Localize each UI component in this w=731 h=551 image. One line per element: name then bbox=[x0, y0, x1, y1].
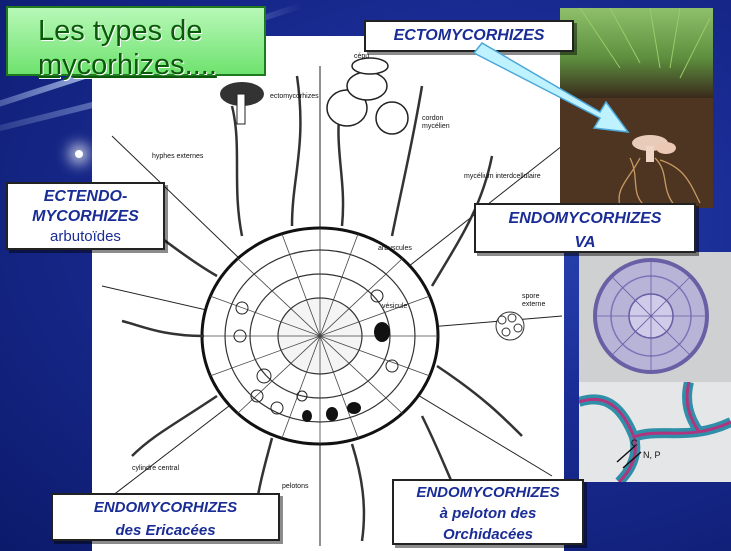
annotation-c: C bbox=[631, 438, 638, 448]
title-line-1: Les types de bbox=[38, 15, 203, 47]
root-section-micrograph bbox=[579, 252, 731, 382]
diagram-label-cordon: cordon bbox=[422, 115, 444, 122]
title-line-2: mycorhizes.... bbox=[38, 49, 217, 81]
diagram-label-externe: externe bbox=[522, 301, 545, 308]
label-orch-line3: Orchidacées bbox=[442, 526, 534, 543]
label-endova-line2: VA bbox=[574, 234, 596, 251]
hyphae-micrograph: C N, P bbox=[579, 382, 731, 482]
diagram-label-arbuscules: arbuscules bbox=[378, 245, 412, 252]
label-eric-line2: des Ericacées bbox=[115, 522, 216, 539]
sparkle-decoration bbox=[75, 150, 83, 158]
label-ectomycorhizes-text: ECTOMYCORHIZES bbox=[393, 27, 545, 44]
diagram-label-ectomycorhizes: ectomycorhizes bbox=[270, 93, 319, 100]
title-box: Les types de mycorhizes.... bbox=[6, 6, 266, 81]
label-endomycorhizes-orchidacees: ENDOMYCORHIZES à peloton des Orchidacées bbox=[392, 479, 584, 545]
root-cross-section bbox=[200, 226, 440, 446]
label-endova-line1: ENDOMYCORHIZES bbox=[508, 210, 662, 227]
label-orch-line1: ENDOMYCORHIZES bbox=[416, 484, 560, 501]
mushroom-fruiting-bodies bbox=[220, 57, 409, 135]
label-ectomycorhizes: ECTOMYCORHIZES bbox=[364, 20, 574, 52]
external-spore bbox=[495, 311, 525, 341]
label-endomycorhizes-va: ENDOMYCORHIZES VA bbox=[474, 203, 696, 253]
slide-title: Les types de mycorhizes.... bbox=[38, 14, 264, 82]
diagram-label-hyphes-externes: hyphes externes bbox=[152, 153, 204, 160]
label-ectendo-sub: arbutoïdes bbox=[50, 228, 121, 245]
diagram-label-mycelium-inter: mycélium interdcellulaire bbox=[464, 173, 541, 180]
label-ectendo-line1: ECTENDO- bbox=[43, 188, 128, 205]
label-eric-line1: ENDOMYCORHIZES bbox=[93, 499, 238, 516]
label-ectendomycorhizes: ECTENDO- MYCORHIZES arbutoïdes bbox=[6, 182, 165, 250]
label-orch-line2: à peloton des bbox=[439, 505, 537, 522]
diagram-label-vesicule: vésicule bbox=[382, 303, 407, 310]
diagram-label-cepu: cépu bbox=[354, 53, 369, 60]
diagram-page: cépu ectomycorhizes cordon mycélien hyph… bbox=[92, 36, 564, 551]
diagram-label-spore: spore bbox=[522, 293, 540, 300]
mycorrhiza-diagram: cépu ectomycorhizes cordon mycélien hyph… bbox=[101, 53, 563, 546]
diagram-label-pelotons: pelotons bbox=[282, 483, 309, 490]
diagram-label-mycelien: mycélien bbox=[422, 123, 450, 130]
ectomycorrhiza-photo bbox=[560, 8, 713, 208]
diagram-label-cylindre: cylindre central bbox=[132, 465, 180, 472]
label-endomycorhizes-ericacees: ENDOMYCORHIZES des Ericacées bbox=[51, 493, 280, 541]
label-ectendo-line2: MYCORHIZES bbox=[32, 208, 139, 225]
annotation-np: N, P bbox=[643, 450, 661, 460]
hyphae bbox=[121, 75, 523, 542]
